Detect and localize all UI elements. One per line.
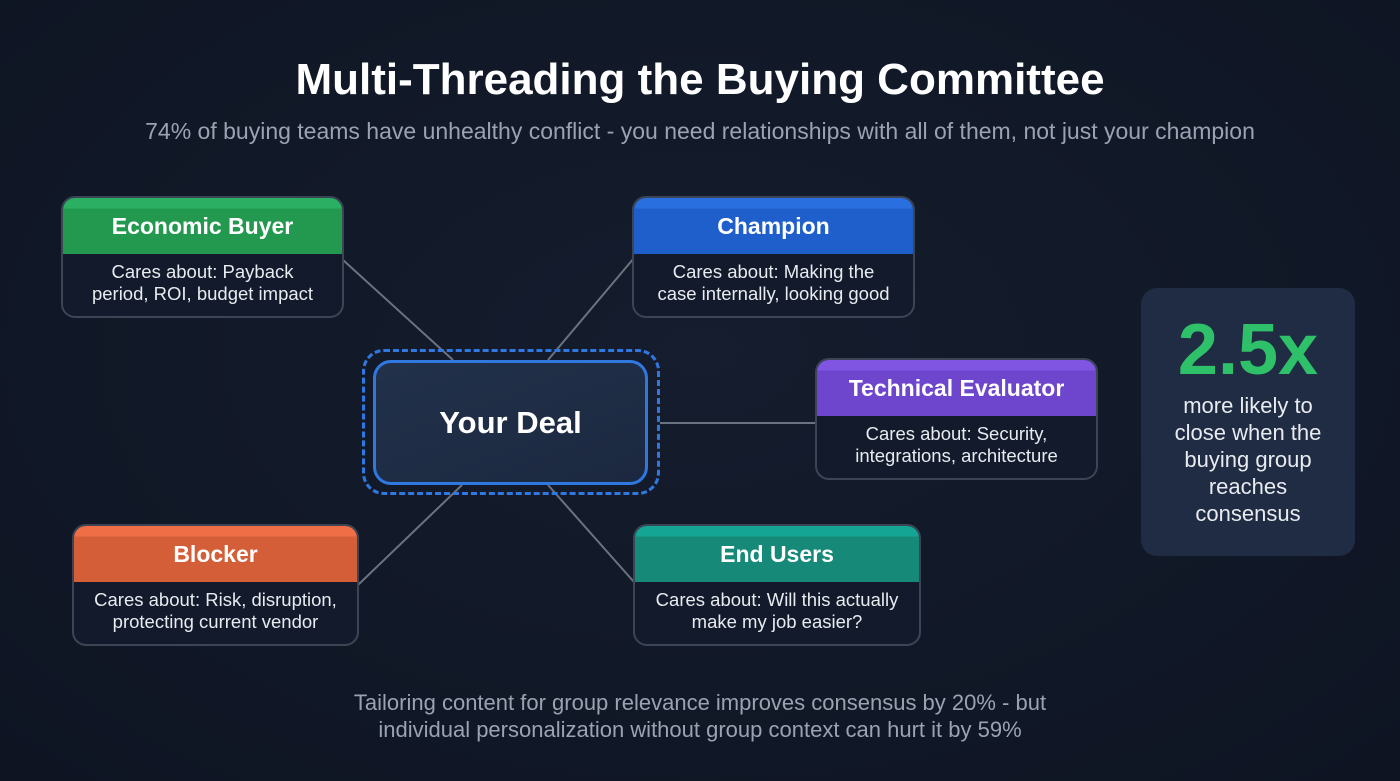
stakeholder-card-end-users: End Users Cares about: Will this actuall… [633,524,921,646]
connector-blocker [357,484,463,586]
your-deal-label: Your Deal [439,404,582,440]
footer-note: Tailoring content for group relevance im… [0,689,1400,743]
page-subtitle: 74% of buying teams have unhealthy confl… [145,118,1255,144]
connector-economic-buyer [342,259,454,361]
cares-about-line: protecting current vendor [112,611,319,632]
cares-about-line: make my job easier? [691,611,863,632]
deal-dashed-outline [362,349,660,495]
card-body: Cares about: Will this actually make my … [635,582,919,633]
stakeholder-card-economic-buyer: Economic Buyer Cares about: Payback peri… [61,196,344,318]
cares-about-line: Cares about: Making the [672,261,875,282]
card-body: Cares about: Payback period, ROI, budget… [63,254,342,305]
card-body: Cares about: Security, integrations, arc… [817,416,1096,467]
footer-line: individual personalization without group… [378,717,1022,742]
card-header: Champion [634,198,913,254]
connector-end-users [547,484,635,583]
card-header: Technical Evaluator [817,360,1096,416]
cares-about-line: period, ROI, budget impact [91,283,314,304]
connector-champion [547,257,635,361]
stakeholder-card-champion: Champion Cares about: Making the case in… [632,196,915,318]
stat-value: 2.5x [1177,310,1319,390]
stakeholder-card-blocker: Blocker Cares about: Risk, disruption, p… [72,524,359,646]
cares-about-line: Cares about: Security, [865,423,1048,444]
cares-about-line: integrations, architecture [855,445,1058,466]
cares-about-line: Cares about: Will this actually [655,589,899,610]
card-body: Cares about: Risk, disruption, protectin… [74,582,357,633]
cares-about-line: Cares about: Risk, disruption, [94,589,337,610]
stakeholder-card-technical-evaluator: Technical Evaluator Cares about: Securit… [815,358,1098,480]
card-body: Cares about: Making the case internally,… [634,254,913,305]
card-header: Economic Buyer [63,198,342,254]
cares-about-line: case internally, looking good [657,283,890,304]
stat-description: more likely to close when the buying gro… [1174,393,1322,526]
card-header: Blocker [74,526,357,582]
page-title: Multi-Threading the Buying Committee [295,55,1105,104]
cares-about-line: Cares about: Payback [111,261,294,282]
your-deal-node: Your Deal [373,360,648,485]
footer-line: Tailoring content for group relevance im… [353,690,1047,715]
card-header: End Users [635,526,919,582]
consensus-stat-box: 2.5x more likely to close when the buyin… [1141,288,1355,556]
